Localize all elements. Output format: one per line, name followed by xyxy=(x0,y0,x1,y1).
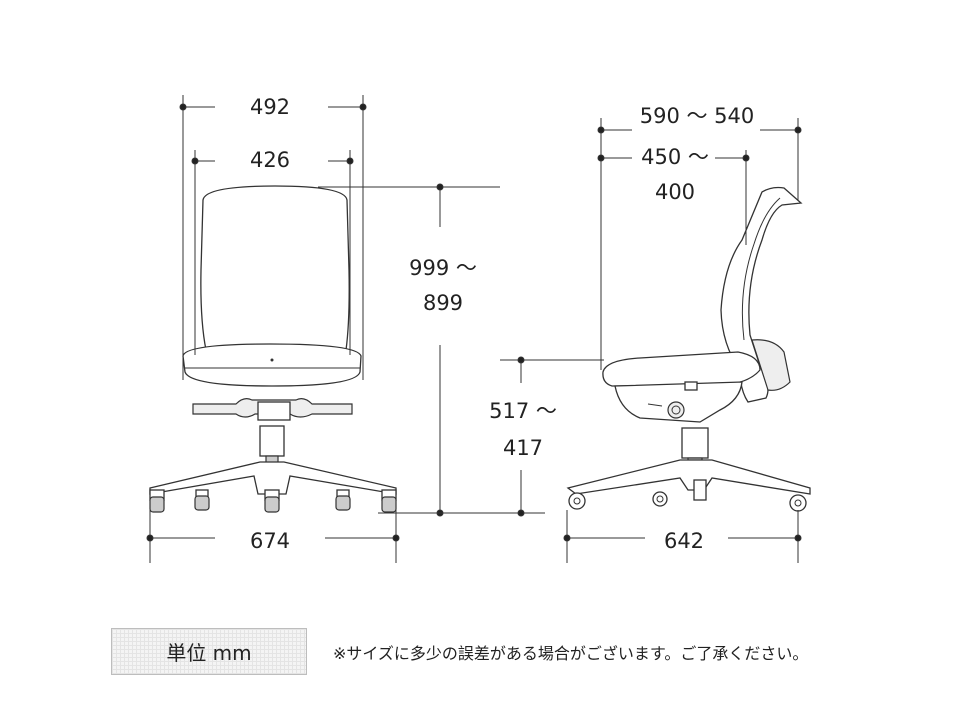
side-gas-cylinder xyxy=(681,427,709,459)
dim-base-front-width: 674 xyxy=(250,529,290,553)
unit-label: 単位 mm xyxy=(111,628,307,675)
dim-front-back-width: 426 xyxy=(250,148,290,172)
front-backrest xyxy=(200,185,350,351)
front-seat xyxy=(182,343,362,387)
dimension-lines xyxy=(146,95,802,563)
side-seat xyxy=(602,351,761,387)
front-gas-cylinder xyxy=(259,425,285,457)
dim-total-height-min: 899 xyxy=(423,291,463,315)
side-star-base xyxy=(566,459,811,495)
dim-side-seat-depth-min: 400 xyxy=(655,180,695,204)
dim-front-overall-width: 492 xyxy=(250,95,290,119)
side-casters xyxy=(568,491,807,512)
chair-side-view xyxy=(566,186,811,512)
dim-base-side-width: 642 xyxy=(664,529,704,553)
dim-seat-height-max: 517 ～ xyxy=(489,399,557,423)
dim-side-seat-depth-max: 450 ～ xyxy=(641,145,709,169)
dim-side-overall-depth: 590 ～ 540 xyxy=(640,104,755,128)
chair-front-view xyxy=(149,185,397,513)
front-star-base xyxy=(149,461,397,495)
dim-total-height-max: 999 ～ xyxy=(409,256,477,280)
dim-seat-height-min: 417 xyxy=(503,436,543,460)
front-casters xyxy=(149,489,397,513)
unit-label-text: 単位 mm xyxy=(166,641,252,665)
size-tolerance-note: ※サイズに多少の誤差がある場合がございます。ご了承ください。 xyxy=(333,644,809,663)
